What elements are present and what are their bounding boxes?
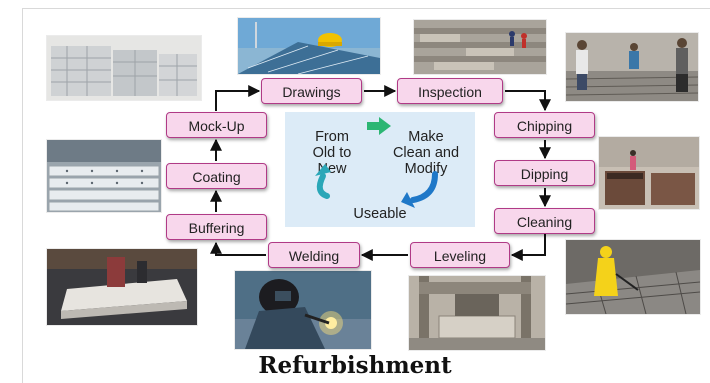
chipping-workers-photo: [566, 33, 698, 101]
cleaning-worker-photo: [566, 240, 700, 314]
step-buffering: Buffering: [166, 214, 267, 240]
step-mock-up: Mock-Up: [166, 112, 267, 138]
step-chipping: Chipping: [494, 112, 595, 138]
leveling-press-photo: [409, 276, 545, 350]
welding-machine-photo: [47, 249, 197, 325]
center-panel: From Old to New Make Clean and Modify Us…: [285, 112, 475, 227]
dipping-tank-photo: [599, 137, 699, 209]
arrow-welding-to-buffering: [210, 241, 266, 256]
step-cleaning: Cleaning: [494, 208, 595, 234]
center-right-text: Make Clean and Modify: [392, 129, 460, 177]
step-drawings: Drawings: [261, 78, 362, 104]
frame-left-line: [22, 8, 23, 383]
arrow-mockup-to-drawings: [215, 85, 261, 111]
plates-stack-photo: [47, 140, 161, 212]
formwork-stack-photo: [47, 36, 201, 100]
center-bottom-text: Useable: [353, 206, 407, 222]
engineering-drawings-photo: [238, 18, 380, 74]
welder-at-work-photo: [235, 271, 371, 349]
step-coating: Coating: [166, 163, 267, 189]
arrow-inspection-to-chipping: [505, 90, 551, 112]
diagram-title: Refurbishment: [258, 352, 452, 379]
blue-arrow-icon: [401, 171, 438, 208]
teal-arrow-icon: [315, 164, 331, 199]
cycle-arrows: [315, 117, 438, 208]
step-leveling: Leveling: [410, 242, 510, 268]
arrow-cleaning-to-leveling: [510, 234, 546, 261]
frame-top-line: [22, 8, 710, 9]
step-welding: Welding: [268, 242, 360, 268]
inspection-photo: [414, 20, 546, 74]
step-inspection: Inspection: [397, 78, 503, 104]
step-dipping: Dipping: [494, 160, 595, 186]
green-arrow-icon: [367, 117, 391, 135]
